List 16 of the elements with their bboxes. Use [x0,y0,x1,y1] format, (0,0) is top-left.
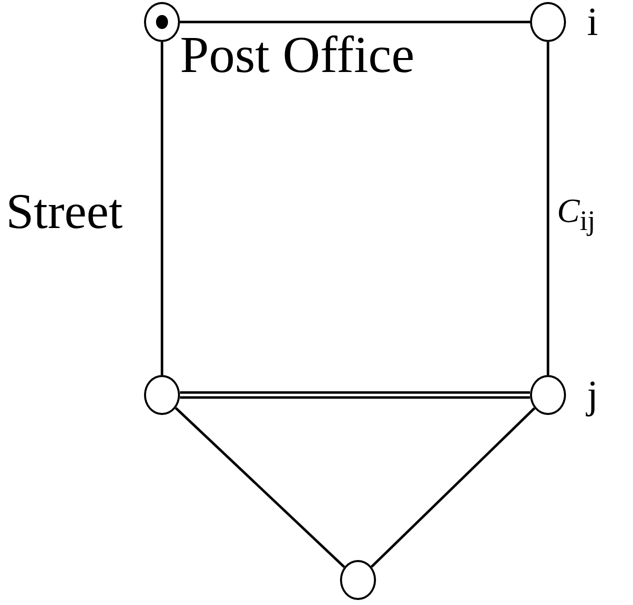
line [174,407,346,568]
edge-label: C$_{ij}$ [557,195,596,236]
circle [530,2,566,42]
dotted-circle [144,2,180,42]
line [546,42,550,375]
circle [530,375,566,415]
double-line [180,391,530,399]
circle [144,375,180,415]
line [160,42,164,375]
line [180,20,530,24]
line [370,407,536,568]
edge-label: Street [6,186,123,236]
node-label: j [587,375,598,415]
node-label: Post Office [180,30,414,82]
circle [340,560,376,600]
node-label: i [587,2,598,42]
